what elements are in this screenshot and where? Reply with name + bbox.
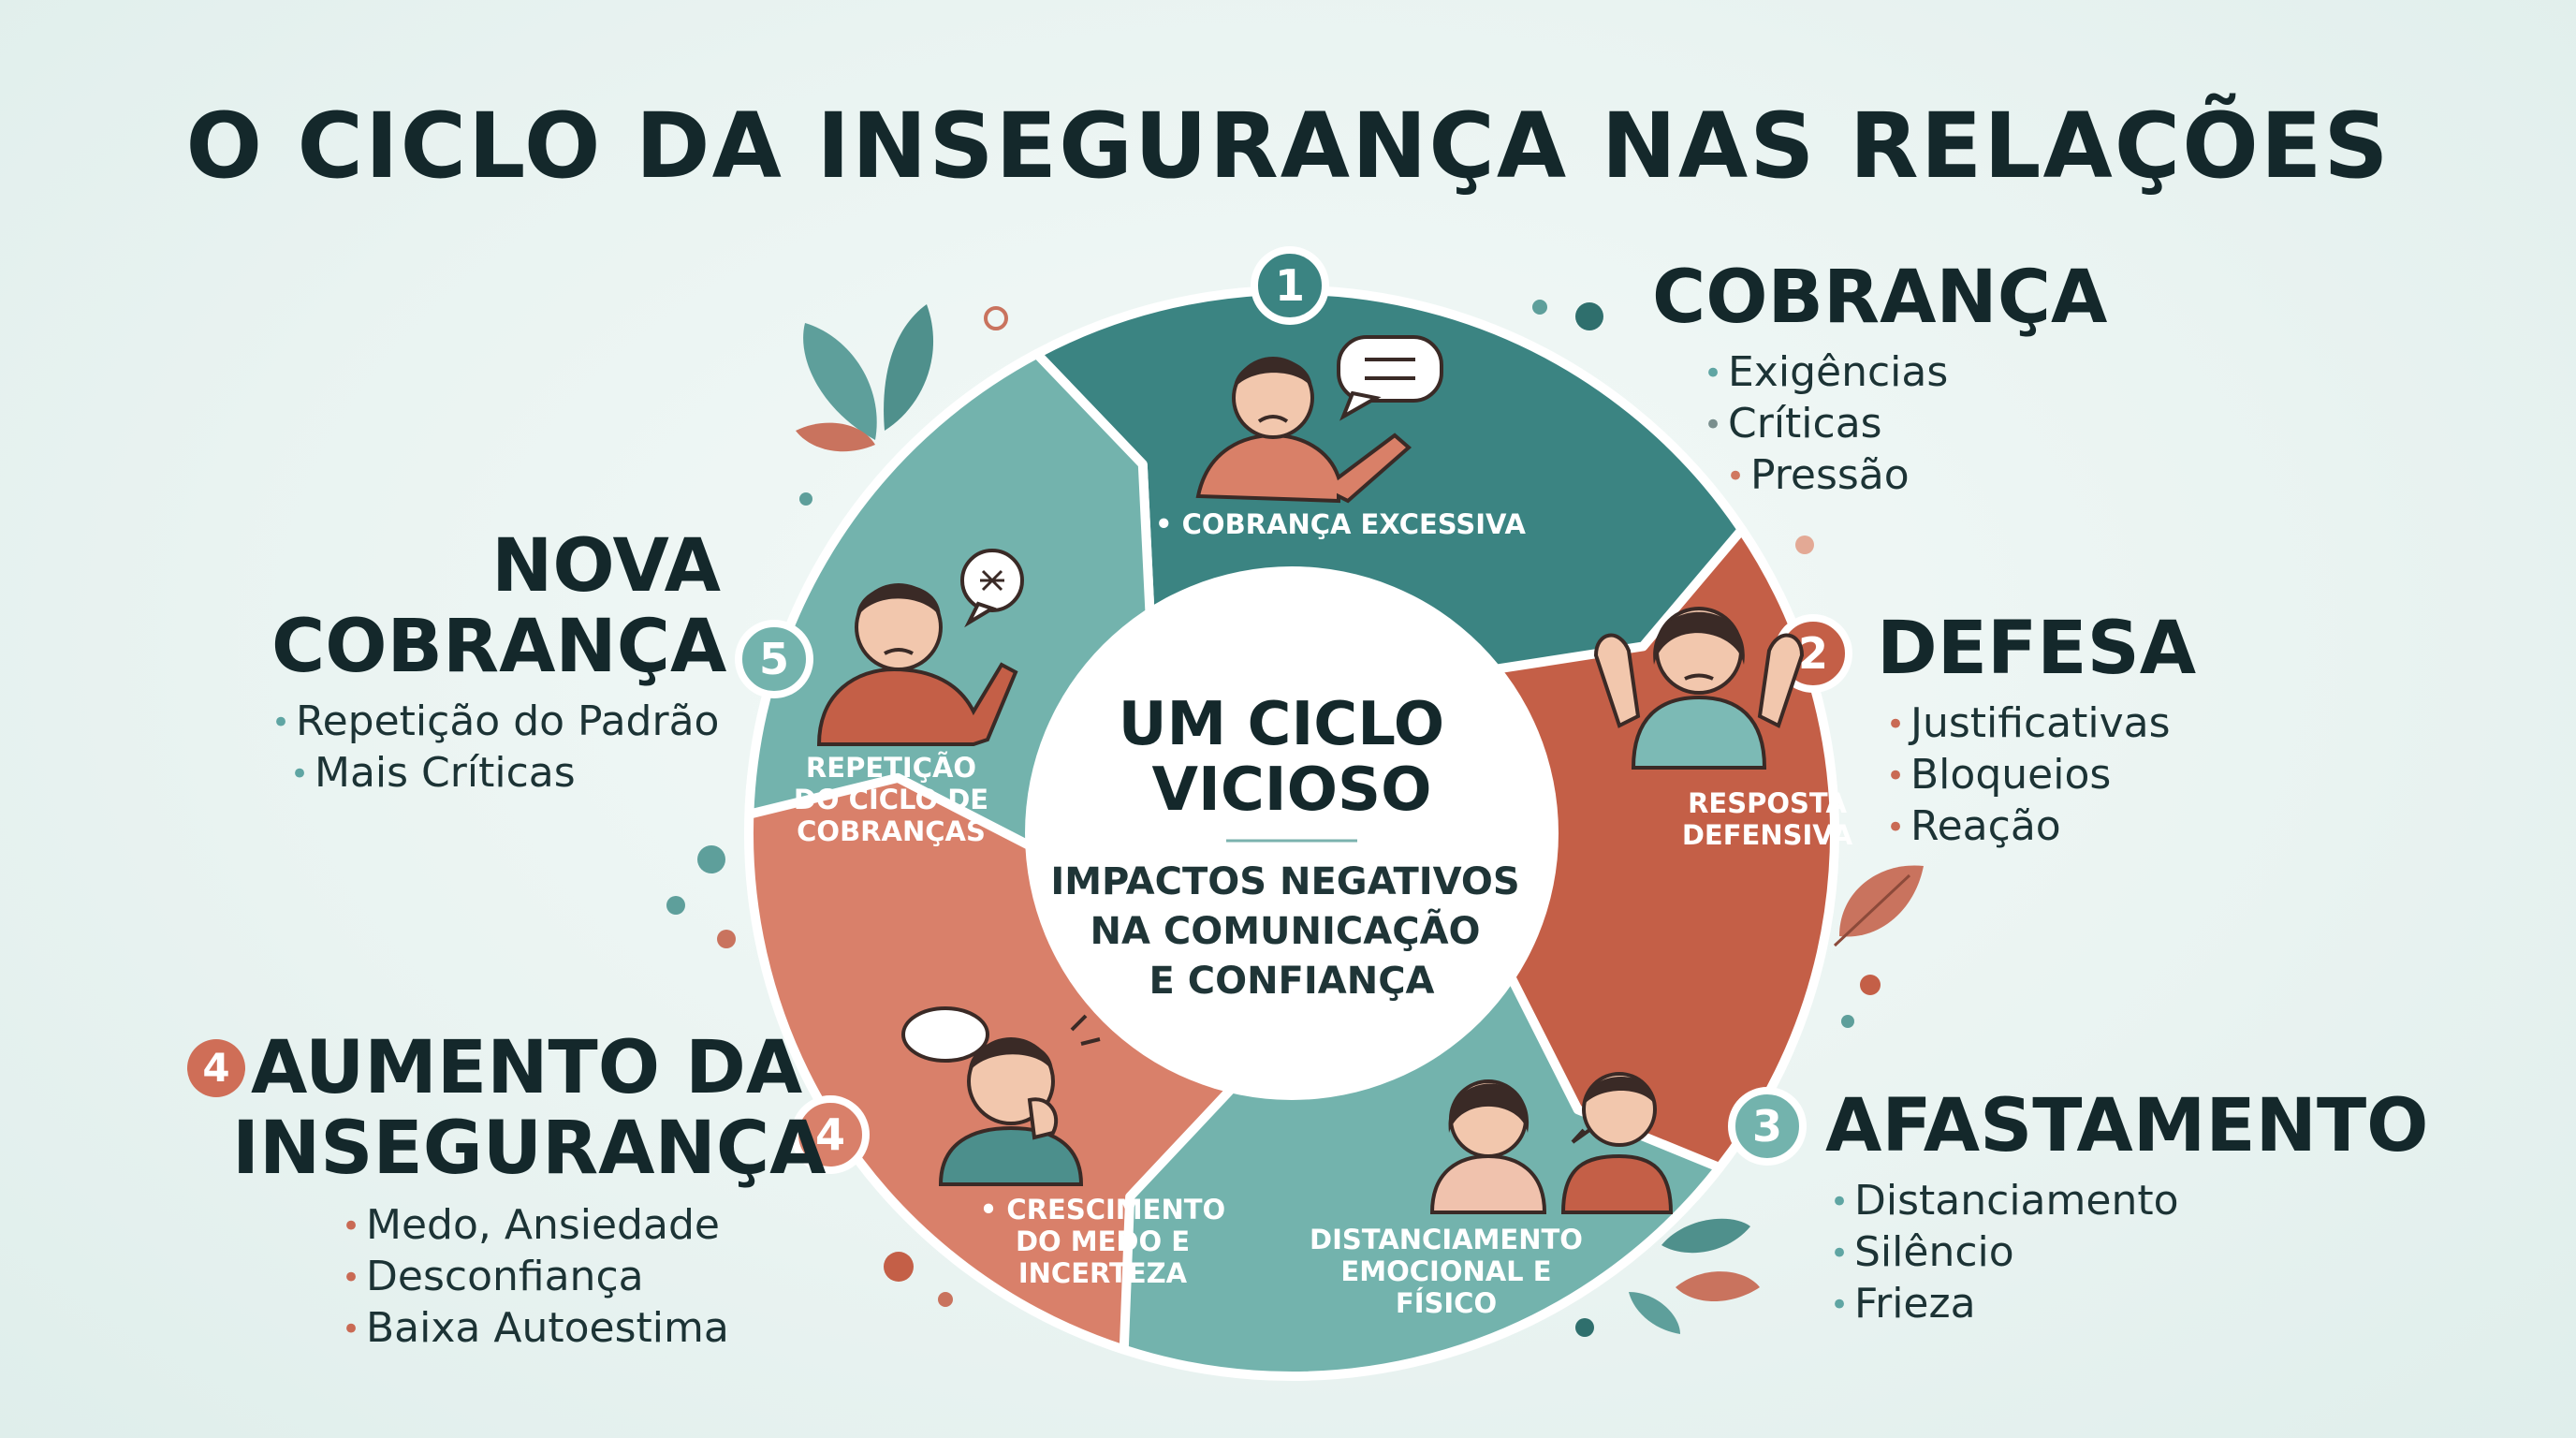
stage-afastamento: AFASTAMENTO Distanciamento Silêncio Frie… xyxy=(1825,1086,2428,1330)
leaf-decoration-bottom-right-icon xyxy=(1629,1218,1760,1334)
pointing-man-speech-icon xyxy=(1195,335,1443,504)
stage-nova-heading-line-2: COBRANÇA xyxy=(271,605,727,689)
list-item: Mais Críticas xyxy=(290,748,721,800)
list-item: Desconfiança xyxy=(342,1252,826,1303)
step-badge-1: 1 xyxy=(1251,246,1329,325)
list-item: Frieza xyxy=(1830,1279,2428,1330)
list-item: Distanciamento xyxy=(1830,1176,2428,1227)
list-item: Reação xyxy=(1886,801,2196,853)
stage-afastamento-heading: AFASTAMENTO xyxy=(1825,1084,2429,1168)
stage-cobranca: COBRANÇA Exigências Críticas Pressão xyxy=(1652,257,2107,502)
svg-text:5: 5 xyxy=(759,634,789,684)
list-item: Justificativas xyxy=(1886,698,2196,750)
stage-aumento-heading-line-2: INSEGURANÇA xyxy=(232,1107,827,1191)
center-circle xyxy=(1025,566,1559,1100)
svg-text:1: 1 xyxy=(1275,260,1305,311)
list-item: Repetição do Padrão xyxy=(271,697,721,748)
stage-afastamento-list: Distanciamento Silêncio Frieza xyxy=(1830,1176,2428,1330)
stage-nova: NOVA COBRANÇA Repetição do Padrão Mais C… xyxy=(271,524,727,800)
defensive-woman-icon xyxy=(1593,607,1805,770)
stage-cobranca-list: Exigências Críticas Pressão xyxy=(1704,347,2107,502)
step-badge-3: 3 xyxy=(1728,1087,1807,1166)
stage-nova-heading-line-1: NOVA xyxy=(491,524,721,609)
svg-text:3: 3 xyxy=(1752,1101,1782,1152)
list-item: Críticas xyxy=(1704,399,2107,450)
stage-aumento-list: Medo, Ansiedade Desconfiança Baixa Autoe… xyxy=(342,1200,826,1355)
stage-cobranca-heading: COBRANÇA xyxy=(1652,256,2108,340)
stage-defesa-heading: DEFESA xyxy=(1877,607,2197,691)
stage-nova-list: Repetição do Padrão Mais Críticas xyxy=(271,697,721,800)
list-item: Bloqueios xyxy=(1886,750,2196,801)
page-title: O CICLO DA INSEGURANÇA NAS RELAÇÕES xyxy=(185,94,2391,198)
leaf-decoration-top-left-icon xyxy=(796,304,934,452)
list-item: Baixa Autoestima xyxy=(342,1303,826,1355)
step-badge-5: 5 xyxy=(735,620,813,698)
angry-man-pointing-icon xyxy=(816,549,1024,746)
stage-aumento-badge: 4 xyxy=(187,1039,245,1097)
worried-person-thought-icon xyxy=(901,1006,1101,1186)
stage-defesa: DEFESA Justificativas Bloqueios Reação xyxy=(1877,609,2196,853)
svg-text:4: 4 xyxy=(815,1109,845,1160)
turned-away-couple-icon xyxy=(1429,1072,1674,1214)
decorative-dots xyxy=(666,300,1881,1337)
list-item: Medo, Ansiedade xyxy=(342,1200,826,1252)
leaf-decoration-right-icon xyxy=(1833,865,1924,947)
list-item: Pressão xyxy=(1726,450,2107,502)
list-item: Silêncio xyxy=(1830,1227,2428,1279)
step-badge-4: 4 xyxy=(791,1095,870,1174)
segment-label-1: • COBRANÇA EXCESSIVA xyxy=(1155,508,1527,540)
center-subtitle: IMPACTOS NEGATIVOS NA COMUNICAÇÃO E CONF… xyxy=(1050,860,1532,1003)
stage-defesa-list: Justificativas Bloqueios Reação xyxy=(1886,698,2196,853)
list-item: Exigências xyxy=(1704,347,2107,399)
center-title: UM CICLO VICIOSO xyxy=(1119,690,1466,825)
